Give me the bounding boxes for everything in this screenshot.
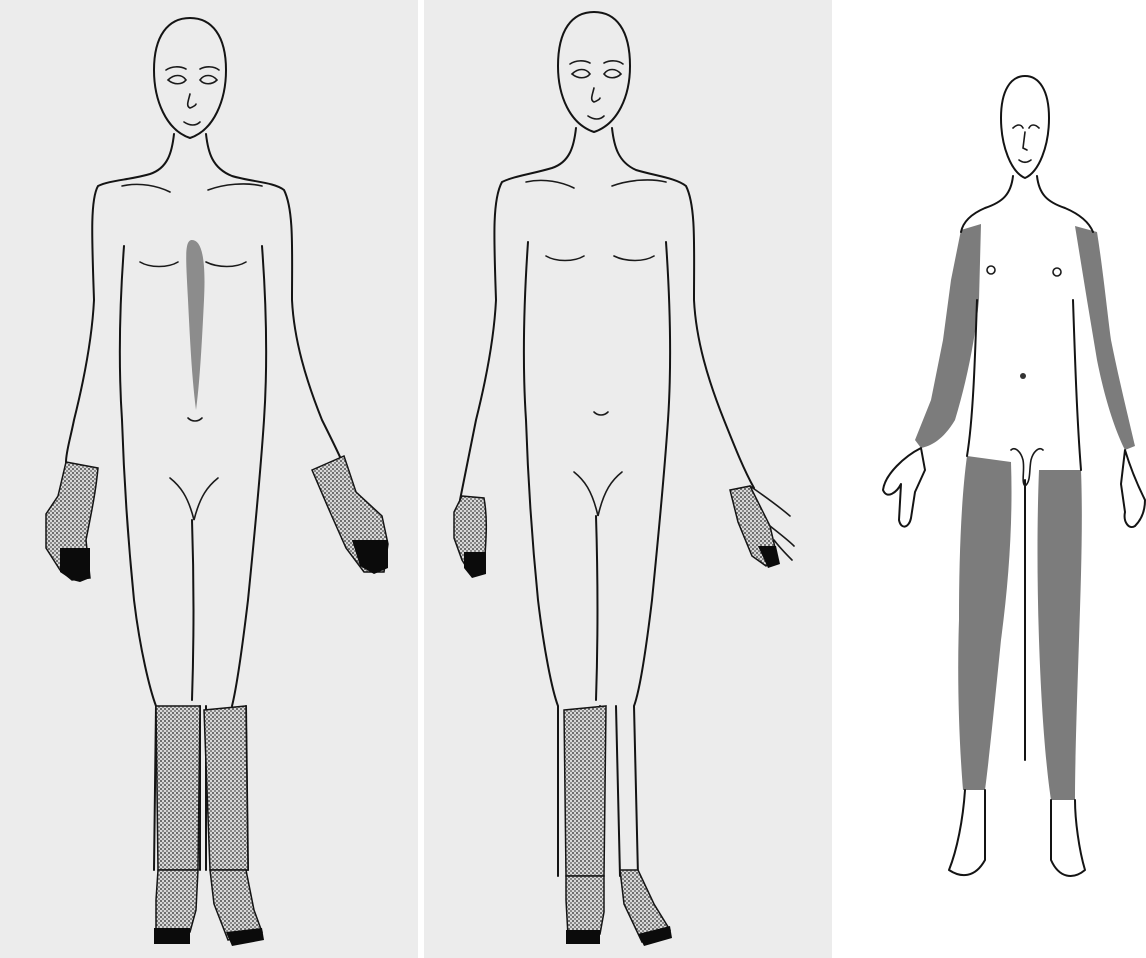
right-lower-leg-shading xyxy=(156,706,200,870)
right-toes xyxy=(154,928,190,944)
body-diagram-panel-2 xyxy=(424,0,832,958)
left-lower-leg-shading xyxy=(204,706,248,870)
right-foot-shading xyxy=(156,870,198,934)
right-foot-shading xyxy=(566,876,604,936)
body-outline-figure-2 xyxy=(424,0,832,958)
panel-background xyxy=(424,0,832,958)
navel xyxy=(1020,373,1026,379)
right-toes xyxy=(566,930,600,944)
body-outline-figure-1 xyxy=(0,0,418,958)
body-diagram-panel-3 xyxy=(835,0,1146,958)
right-lower-leg-shading xyxy=(564,706,606,876)
body-illustration-figure-3 xyxy=(835,0,1146,958)
body-diagram-panel-1 xyxy=(0,0,418,958)
